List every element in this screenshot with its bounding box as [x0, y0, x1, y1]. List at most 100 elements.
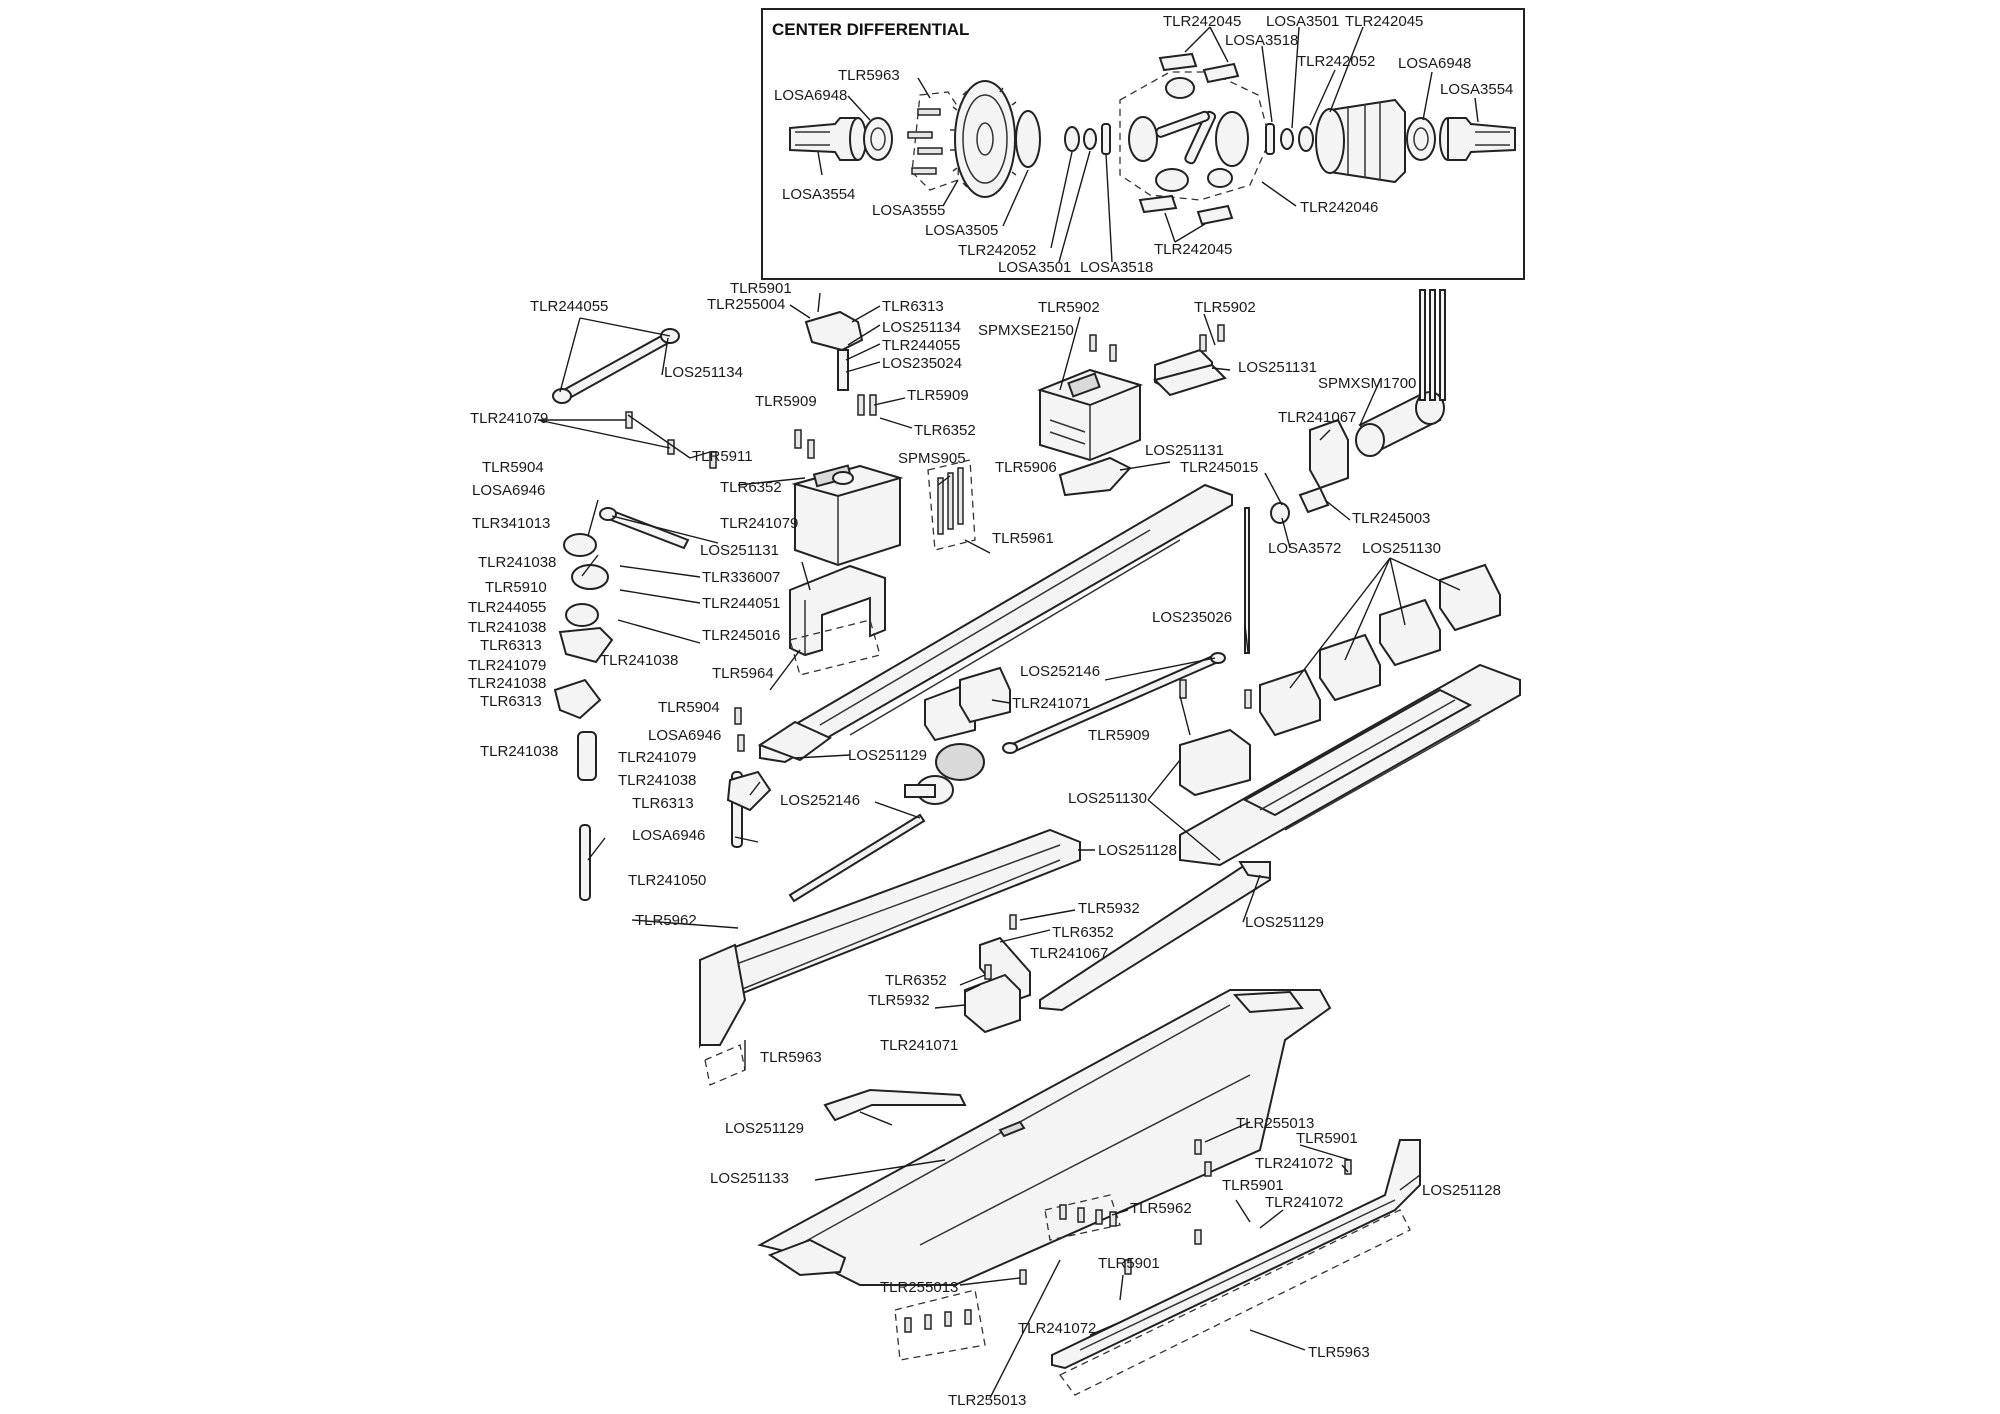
inset-title: CENTER DIFFERENTIAL	[772, 20, 969, 39]
screw-group-servo	[789, 619, 881, 676]
label-tlr5963-b: TLR5963	[1308, 1344, 1370, 1361]
label-tlr255013-a: TLR255013	[1236, 1115, 1314, 1132]
steering-rack-link	[599, 507, 690, 550]
label-tlr245015: TLR245015	[1180, 459, 1258, 476]
label-tlr241067-a: TLR241067	[1278, 409, 1356, 426]
screw-group-tlr5906	[927, 459, 976, 551]
label-tlr245003: TLR245003	[1352, 510, 1430, 527]
screws	[625, 324, 1352, 1333]
label-diff-losa3501-top: LOSA3501	[1266, 13, 1339, 30]
label-los251134-b: LOS251134	[664, 364, 743, 381]
battery-straps	[1259, 563, 1501, 737]
label-tlr241038-d: TLR241038	[468, 675, 546, 692]
x-pin-plate-top-right	[1202, 62, 1240, 84]
label-diff-tlr242052-top: TLR242052	[1297, 53, 1375, 70]
chassis-brace-right	[1039, 861, 1271, 1012]
label-los235024: LOS235024	[882, 355, 962, 372]
screw-group-center	[1044, 1194, 1121, 1241]
label-tlr241072-a: TLR241072	[1255, 1155, 1333, 1172]
label-tlr5964: TLR5964	[712, 665, 774, 682]
label-tlr244055-a: TLR244055	[882, 337, 960, 354]
label-tlr6313-b: TLR6313	[480, 637, 542, 654]
label-tlr5901-d: TLR5901	[1098, 1255, 1160, 1272]
label-tlr244055-c: TLR244055	[468, 599, 546, 616]
label-los251134-a: LOS251134	[882, 319, 961, 336]
label-tlr5962-a: TLR5962	[635, 912, 697, 929]
driveshaft-upper	[1002, 652, 1226, 754]
label-los251129-b: LOS251129	[1245, 914, 1324, 931]
label-diff-tlr242052-bottom: TLR242052	[958, 242, 1036, 259]
rear-bulkheads	[964, 936, 1031, 1034]
screw-group-bottom-left	[894, 1289, 986, 1361]
label-los251130-a: LOS251130	[1362, 540, 1441, 557]
driveshaft-front	[788, 813, 926, 903]
servo-horn	[804, 310, 864, 391]
label-tlr5911: TLR5911	[692, 448, 753, 465]
pinion	[1270, 502, 1290, 524]
inset-frame	[761, 8, 1525, 280]
label-tlr5909-c: TLR5909	[1088, 727, 1150, 744]
bearing-left	[863, 117, 893, 161]
shim-right-2	[1298, 126, 1314, 152]
gasket	[1015, 110, 1041, 168]
label-tlr241038-b: TLR241038	[468, 619, 546, 636]
label-tlr6313-d: TLR6313	[632, 795, 694, 812]
label-diff-tlr5963: TLR5963	[838, 67, 900, 84]
label-diff-losa3518-top: LOSA3518	[1225, 32, 1298, 49]
label-diff-losa6948-right: LOSA6948	[1398, 55, 1471, 72]
label-los252146-b: LOS252146	[780, 792, 860, 809]
label-diff-losa3501-bottom: LOSA3501	[998, 259, 1071, 276]
label-los252146-a: LOS252146	[1020, 663, 1100, 680]
side-guard-right	[1051, 1139, 1421, 1370]
motor-mount	[1309, 418, 1349, 490]
outdrive-right	[1439, 117, 1516, 161]
esc	[1036, 368, 1144, 462]
label-tlr241079-a: TLR241079	[470, 410, 548, 427]
label-los251129-c: LOS251129	[725, 1120, 804, 1137]
label-los251129-a: LOS251129	[848, 747, 927, 764]
label-tlr244051: TLR244051	[702, 595, 780, 612]
x-pin-plate-bottom-right	[1196, 204, 1234, 226]
label-tlr241071-b: TLR241071	[880, 1037, 958, 1054]
center-diff-assembly	[904, 743, 985, 805]
receiver-box	[1179, 728, 1251, 797]
label-tlr6352-a: TLR6352	[914, 422, 976, 439]
label-tlr5909-a: TLR5909	[907, 387, 969, 404]
x-pin-plate-top-left	[1158, 52, 1198, 72]
label-diff-tlr242046: TLR242046	[1300, 199, 1378, 216]
part-labels: TLR5901 TLR255004 TLR6313 LOS251134 TLR2…	[468, 280, 1501, 1409]
label-tlr241050: TLR241050	[628, 872, 706, 889]
spur-screws	[907, 91, 961, 191]
label-tlr6352-b: TLR6352	[720, 479, 782, 496]
label-tlr6352-c: TLR6352	[1052, 924, 1114, 941]
servo-mount	[789, 564, 886, 657]
label-tlr5901-c: TLR5901	[1222, 1177, 1284, 1194]
label-tlr5961: TLR5961	[992, 530, 1054, 547]
label-tlr5962-b: TLR5962	[1130, 1200, 1192, 1217]
pin-left	[1101, 123, 1111, 155]
label-tlr341013: TLR341013	[472, 515, 550, 532]
label-tlr241079-d: TLR241079	[618, 749, 696, 766]
label-tlr5901-b: TLR5901	[1296, 1130, 1358, 1147]
label-los251128-a: LOS251128	[1098, 842, 1177, 859]
bearing-right	[1406, 117, 1436, 161]
servo	[791, 464, 904, 567]
label-los251131-b: LOS251131	[1238, 359, 1317, 376]
esc-mount	[1058, 456, 1132, 497]
label-diff-tlr242045-top: TLR242045	[1163, 13, 1241, 30]
leader-lines	[537, 292, 1461, 1399]
label-tlr245016: TLR245016	[702, 627, 780, 644]
diff-mounts	[924, 666, 1011, 742]
label-tlr5932-b: TLR5932	[868, 992, 930, 1009]
label-tlr241038-f: TLR241038	[618, 772, 696, 789]
label-diff-losa3554-left: LOSA3554	[782, 186, 855, 203]
label-losa6946-c: LOSA6946	[632, 827, 705, 844]
diff-case	[1315, 98, 1406, 184]
label-tlr5909-b: TLR5909	[755, 393, 817, 410]
front-brace	[823, 1088, 967, 1122]
label-tlr6313-c: TLR6313	[480, 693, 542, 710]
label-diff-losa3555: LOSA3555	[872, 202, 945, 219]
label-tlr5902-a: TLR5902	[1038, 299, 1100, 316]
label-losa3572: LOSA3572	[1268, 540, 1341, 557]
